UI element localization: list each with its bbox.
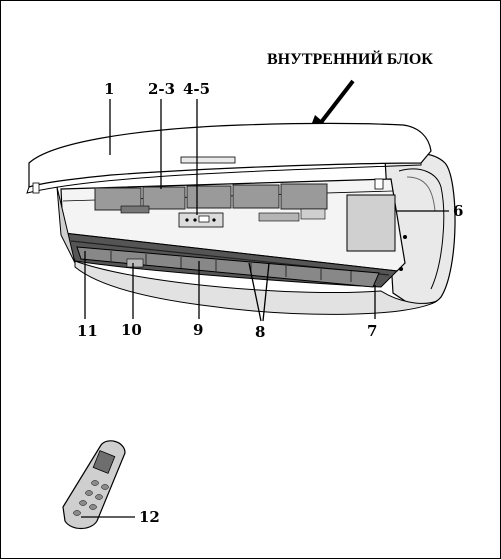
callout-8: 8 [255,323,265,341]
remote-controller [62,440,126,530]
callout-11: 11 [77,322,98,340]
callout-9: 9 [193,321,203,339]
filter-panel [94,187,142,211]
filter-panel [142,186,186,210]
callout-10: 10 [121,321,142,339]
callout-12: 12 [139,508,160,526]
electrical-box-cover [346,194,396,252]
callout-6: 6 [453,202,463,220]
indoor-unit [26,122,456,315]
filter-panel [232,184,280,209]
display-panel [178,212,224,228]
filter-panel [186,185,232,209]
callout-1: 1 [104,80,114,98]
callout-7: 7 [367,322,377,340]
callout-2-3: 2-3 [148,80,175,98]
front-panel [28,122,432,188]
diagram-title: ВНУТРЕННИЙ БЛОК [267,49,433,68]
filter-panel [280,183,328,210]
leader-lines [81,99,449,518]
bottom-casing [74,260,438,315]
callout-4-5: 4-5 [183,80,210,98]
air-filters [94,183,328,211]
horizontal-louver [76,246,380,288]
